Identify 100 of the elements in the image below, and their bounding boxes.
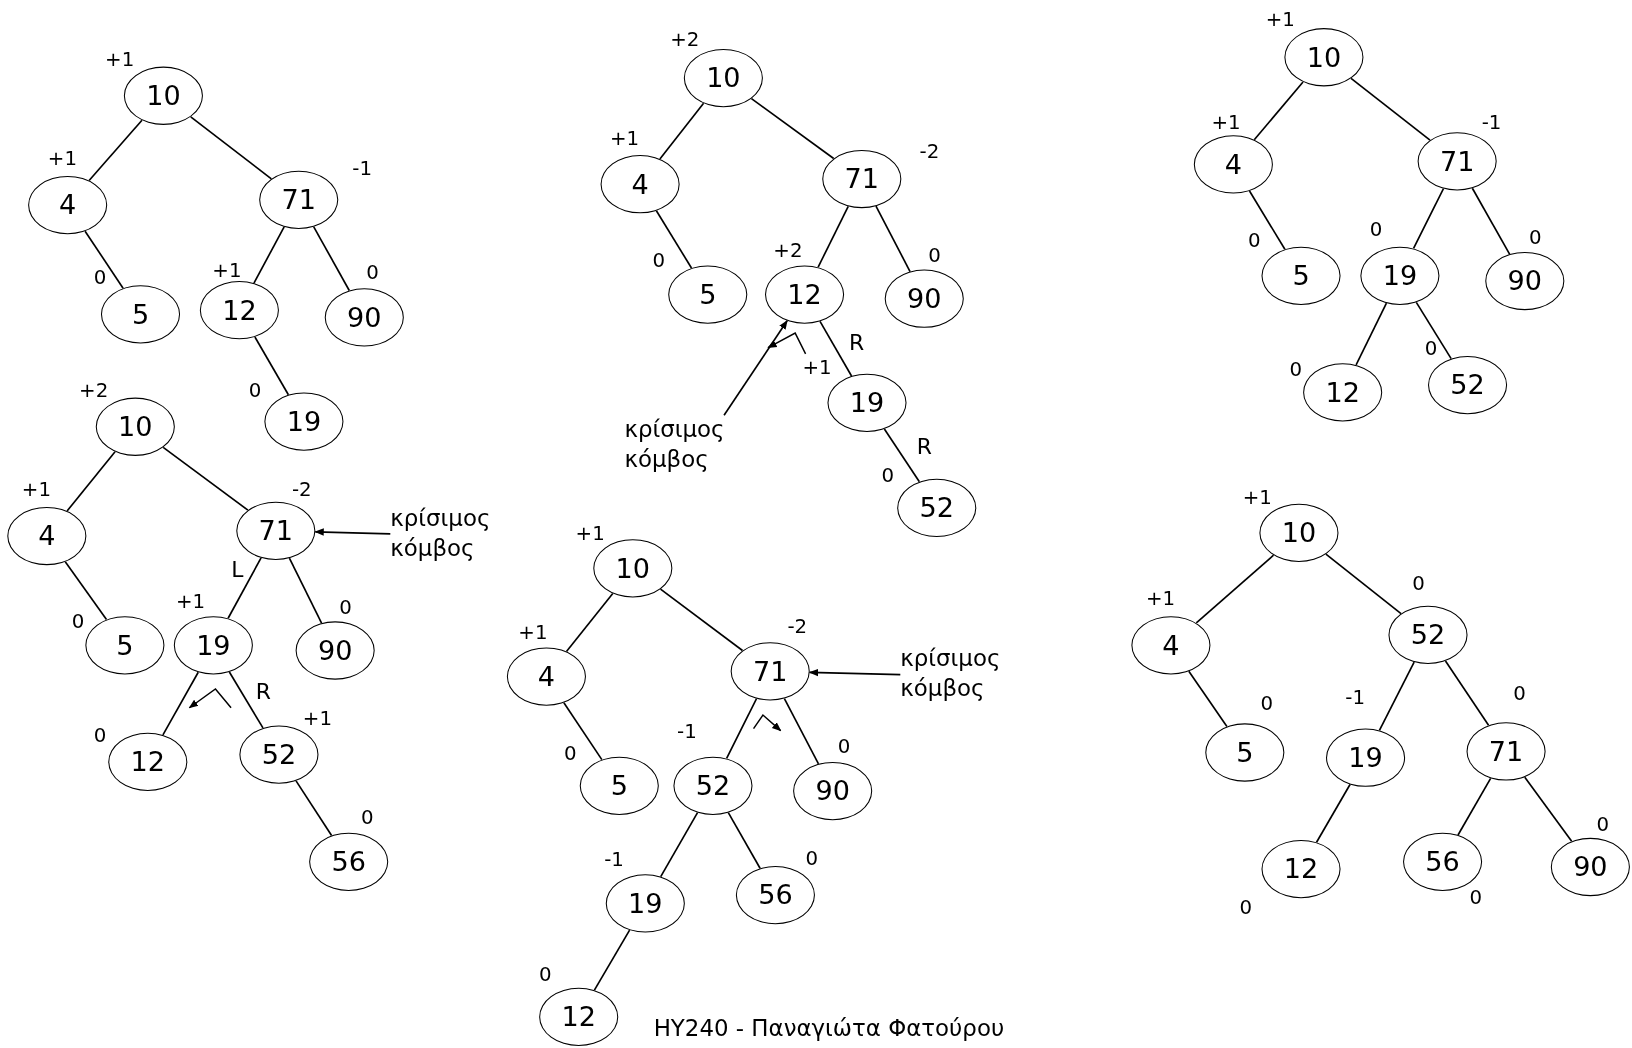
balance-factor: -1 bbox=[604, 849, 624, 870]
balance-factor: 0 bbox=[1247, 230, 1261, 251]
balance-factor: -2 bbox=[787, 616, 808, 637]
balance-factor: 0 bbox=[928, 245, 941, 265]
tree-edge bbox=[1350, 77, 1431, 141]
balance-factor: -1 bbox=[352, 158, 373, 179]
balance-factor: +2 bbox=[670, 29, 700, 50]
balance-factor: +1 bbox=[609, 128, 640, 149]
balance-factor: 0 bbox=[93, 266, 107, 287]
tree-edge bbox=[565, 592, 614, 653]
annotation-text: κρίσιμος κόμβος bbox=[390, 503, 547, 564]
tree-edge bbox=[659, 102, 705, 160]
tree-edge bbox=[883, 428, 921, 483]
balance-factor: +1 bbox=[518, 621, 548, 642]
node-value: 5 bbox=[116, 631, 134, 659]
balance-factor: +2 bbox=[79, 380, 109, 401]
node-value: 71 bbox=[753, 657, 788, 685]
node-value: 12 bbox=[1325, 378, 1360, 406]
balance-factor: 0 bbox=[1369, 219, 1383, 239]
node-value: 56 bbox=[758, 881, 793, 909]
tree-edge bbox=[162, 671, 200, 736]
tree-edge bbox=[563, 701, 603, 761]
tree-edge bbox=[655, 209, 693, 269]
node-value: 4 bbox=[1162, 631, 1180, 659]
footer-text: ΗΥ240 - Παναγιώτα Φατούρου bbox=[653, 1013, 1005, 1043]
leader-arrow bbox=[723, 319, 788, 417]
balance-factor: 0 bbox=[1412, 572, 1425, 593]
node-value: 5 bbox=[1236, 739, 1254, 767]
tree-edge bbox=[228, 671, 264, 729]
node-value: 71 bbox=[1488, 737, 1524, 765]
leader-arrow bbox=[808, 668, 902, 677]
tree-edge bbox=[288, 557, 323, 624]
node-value: 10 bbox=[1306, 43, 1342, 71]
node-value: 90 bbox=[347, 303, 382, 331]
node-value: 90 bbox=[317, 637, 353, 665]
node-value: 12 bbox=[561, 1003, 596, 1031]
tree-edge bbox=[253, 226, 285, 284]
tree-edge bbox=[727, 811, 761, 870]
balance-factor: 0 bbox=[652, 250, 666, 271]
node-value: 5 bbox=[131, 300, 150, 328]
balance-factor: -1 bbox=[1345, 687, 1365, 708]
annotation-text: κρίσιμος κόμβος bbox=[624, 415, 781, 475]
tree-edge bbox=[1195, 554, 1275, 624]
tree-edge bbox=[1355, 302, 1388, 366]
balance-factor: 0 bbox=[93, 724, 107, 745]
tree-edge bbox=[1415, 301, 1452, 360]
tree-edge bbox=[1188, 670, 1228, 728]
tree-edge bbox=[1325, 553, 1402, 615]
edge-label: R bbox=[255, 681, 271, 704]
balance-factor: 0 bbox=[1260, 693, 1273, 714]
node-value: 52 bbox=[695, 772, 731, 800]
balance-factor: 0 bbox=[1528, 227, 1542, 248]
tree-edge bbox=[1315, 783, 1351, 844]
annotation-text: κρίσιμος κόμβος bbox=[900, 644, 1057, 704]
balance-factor: 0 bbox=[1239, 897, 1253, 918]
node-value: 52 bbox=[1450, 371, 1485, 399]
node-value: 12 bbox=[130, 748, 165, 776]
node-value: 56 bbox=[1425, 848, 1460, 876]
balance-factor: 0 bbox=[339, 596, 352, 617]
tree-edge bbox=[659, 811, 699, 878]
tree-edge bbox=[254, 336, 290, 396]
node-value: 10 bbox=[1281, 519, 1317, 547]
node-value: 4 bbox=[59, 191, 77, 219]
balance-factor: +1 bbox=[1145, 588, 1176, 609]
node-value: 71 bbox=[1439, 147, 1475, 175]
balance-factor: 0 bbox=[248, 380, 262, 401]
node-value: 4 bbox=[537, 663, 556, 691]
tree-edge bbox=[1457, 777, 1492, 836]
node-value: 12 bbox=[787, 281, 822, 309]
tree-edge bbox=[88, 119, 143, 182]
tree-edge bbox=[725, 697, 758, 760]
node-value: 4 bbox=[38, 522, 56, 550]
edge-label: L bbox=[231, 559, 244, 582]
node-value: 4 bbox=[631, 170, 649, 198]
tree-edge bbox=[1378, 661, 1415, 732]
balance-factor: 0 bbox=[539, 964, 552, 985]
balance-factor: +1 bbox=[575, 523, 605, 543]
balance-factor: +1 bbox=[105, 49, 135, 70]
node-value: 19 bbox=[849, 389, 885, 417]
node-value: 12 bbox=[222, 296, 257, 324]
node-value: 10 bbox=[118, 413, 153, 441]
node-value: 19 bbox=[196, 631, 231, 659]
balance-factor: 0 bbox=[881, 465, 895, 486]
node-value: 52 bbox=[1410, 621, 1446, 649]
node-value: 90 bbox=[815, 777, 850, 805]
balance-factor: +1 bbox=[21, 479, 51, 500]
node-value: 90 bbox=[1507, 267, 1542, 295]
balance-factor: +1 bbox=[1242, 487, 1272, 508]
balance-factor: 0 bbox=[1289, 359, 1303, 380]
tree-edge bbox=[312, 225, 351, 292]
node-value: 10 bbox=[146, 82, 181, 110]
node-value: 5 bbox=[1292, 262, 1310, 290]
node-value: 71 bbox=[258, 517, 294, 545]
tree-edge bbox=[84, 230, 124, 289]
tree-edge bbox=[64, 560, 108, 621]
balance-factor: 0 bbox=[837, 736, 851, 757]
node-value: 56 bbox=[331, 848, 366, 876]
node-value: 19 bbox=[628, 889, 663, 917]
node-value: 19 bbox=[1382, 262, 1418, 290]
edge-label: R bbox=[849, 332, 865, 355]
